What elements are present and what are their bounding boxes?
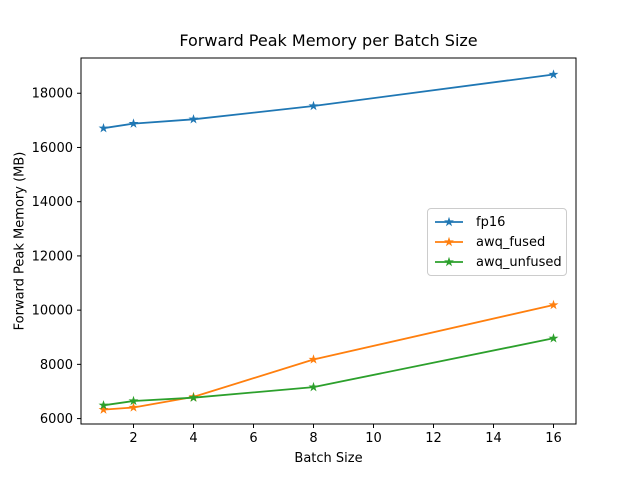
marker-fp16 [308,100,319,111]
legend-label-fp16: fp16 [476,214,506,230]
legend-label-awq-unfused: awq_unfused [476,254,562,270]
marker-awq_unfused [308,381,319,392]
x-tick-label: 2 [129,431,137,446]
legend-marker-icon [444,216,454,227]
legend-item-fp16: fp16 [428,212,566,232]
legend-marker-icon [444,256,454,267]
legend: fp16 awq_fused awq_unfused [427,208,567,276]
series-line-awq_unfused [102,337,555,407]
marker-awq_fused [128,402,139,412]
marker-awq_fused [308,354,319,364]
marker-awq_unfused [128,395,139,406]
series-line-fp16 [102,73,555,130]
y-tick-label: 14000 [32,195,73,210]
marker-awq_fused [98,404,109,414]
x-tick-label: 4 [189,431,197,446]
y-tick-label: 16000 [32,141,73,156]
plot-border [80,57,577,425]
x-tick-label: 16 [545,431,562,446]
chart-title: Forward Peak Memory per Batch Size [179,31,478,50]
line-sample-icon [435,236,463,247]
x-tick-label: 14 [485,431,502,446]
y-axis-label: Forward Peak Memory (MB) [12,151,28,331]
legend-item-awq-unfused: awq_unfused [428,252,566,272]
x-tick-label: 6 [249,431,257,446]
marker-fp16 [98,123,109,133]
series-line-awq_fused [102,304,555,411]
marker-awq_unfused [188,392,199,402]
x-tick-label: 12 [425,431,442,446]
marker-awq_fused [548,299,559,310]
legend-label-awq-fused: awq_fused [476,234,546,250]
line-sample-icon [435,256,463,267]
x-tick-label: 8 [309,431,317,446]
marker-fp16 [128,118,139,128]
marker-awq_unfused [548,333,559,343]
x-tick-label: 10 [365,431,382,446]
legend-marker-icon [444,236,454,247]
y-tick-label: 12000 [32,249,73,264]
marker-awq_unfused [98,400,109,410]
y-tick-label: 10000 [32,304,73,319]
y-tick-label: 18000 [32,87,73,102]
legend-item-awq-fused: awq_fused [428,232,566,252]
line-sample-icon [435,216,463,227]
x-axis-label: Batch Size [294,451,363,466]
marker-fp16 [188,114,199,124]
marker-fp16 [548,69,559,79]
y-tick-label: 8000 [40,358,73,373]
y-tick-label: 6000 [40,412,73,427]
